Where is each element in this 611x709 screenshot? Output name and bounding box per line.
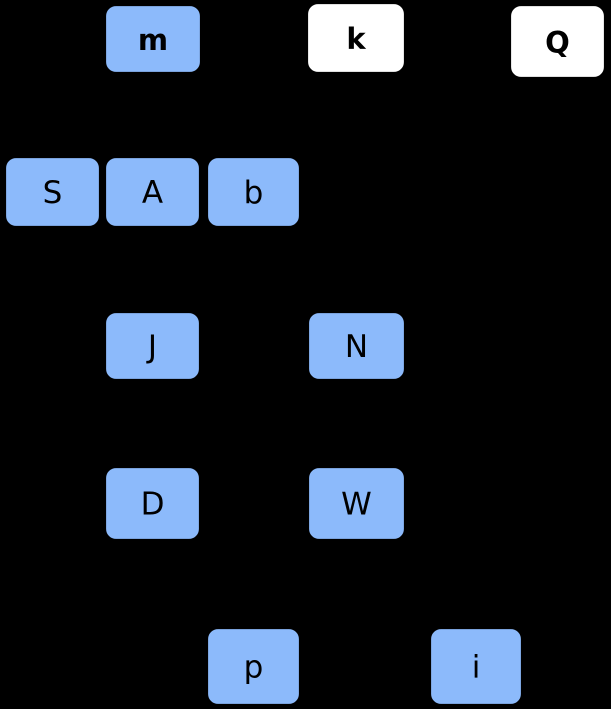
graph-node-J[interactable]: J xyxy=(103,310,202,382)
graph-node-i[interactable]: i xyxy=(428,626,524,707)
edge-W-to-p xyxy=(256,539,353,630)
edge-Q-to-N xyxy=(361,77,558,314)
node-box[interactable] xyxy=(205,155,302,229)
graph-node-k[interactable]: k xyxy=(305,1,407,75)
graph-node-m[interactable]: m xyxy=(103,3,203,75)
node-label: b xyxy=(244,175,264,211)
node-label: i xyxy=(472,650,481,686)
node-label: N xyxy=(345,329,368,365)
edge-line xyxy=(363,77,558,312)
edge-line xyxy=(58,72,153,157)
edge-k-to-N xyxy=(350,73,364,315)
node-box[interactable] xyxy=(305,1,407,75)
node-box[interactable] xyxy=(3,155,102,229)
edge-J-to-D xyxy=(145,380,159,470)
node-label: W xyxy=(341,487,372,523)
node-label: D xyxy=(141,487,165,523)
edge-line xyxy=(57,226,148,312)
edge-b-to-J xyxy=(156,226,251,314)
edges-layer xyxy=(56,72,558,630)
node-box[interactable] xyxy=(306,310,407,382)
node-box[interactable] xyxy=(306,465,407,542)
node-box[interactable] xyxy=(428,626,524,707)
node-label: Q xyxy=(545,26,570,60)
edge-line xyxy=(154,72,248,157)
edge-W-to-i xyxy=(359,539,470,630)
node-box[interactable] xyxy=(205,626,302,707)
edge-line xyxy=(159,379,353,468)
edge-line xyxy=(258,539,353,628)
graph-node-A[interactable]: A xyxy=(103,155,202,229)
edge-S-to-J xyxy=(57,226,150,314)
edge-line xyxy=(255,226,352,312)
node-label: p xyxy=(244,650,264,686)
node-label: J xyxy=(146,329,157,365)
edge-b-to-N xyxy=(255,226,354,314)
node-box[interactable] xyxy=(103,310,202,382)
node-box[interactable] xyxy=(103,465,202,542)
graph-node-p[interactable]: p xyxy=(205,626,302,707)
graph-node-S[interactable]: S xyxy=(3,155,102,229)
graph-node-N[interactable]: N xyxy=(306,310,407,382)
edge-m-to-b xyxy=(154,72,250,159)
graph-node-b[interactable]: b xyxy=(205,155,302,229)
edge-N-to-W xyxy=(350,380,364,470)
node-box[interactable] xyxy=(103,3,203,75)
node-label: A xyxy=(142,175,163,211)
edge-m-to-S xyxy=(56,72,153,159)
node-box[interactable] xyxy=(508,3,607,80)
graph-node-W[interactable]: W xyxy=(306,465,407,542)
node-label: S xyxy=(43,175,63,211)
graph-node-Q[interactable]: Q xyxy=(508,3,607,80)
node-label: m xyxy=(138,23,168,57)
edge-line xyxy=(158,226,251,312)
edge-m-to-A xyxy=(146,73,160,160)
edge-A-to-J xyxy=(145,227,159,315)
edge-line xyxy=(359,539,468,628)
graph-node-D[interactable]: D xyxy=(103,465,202,542)
node-label: k xyxy=(346,22,366,56)
node-box[interactable] xyxy=(103,155,202,229)
